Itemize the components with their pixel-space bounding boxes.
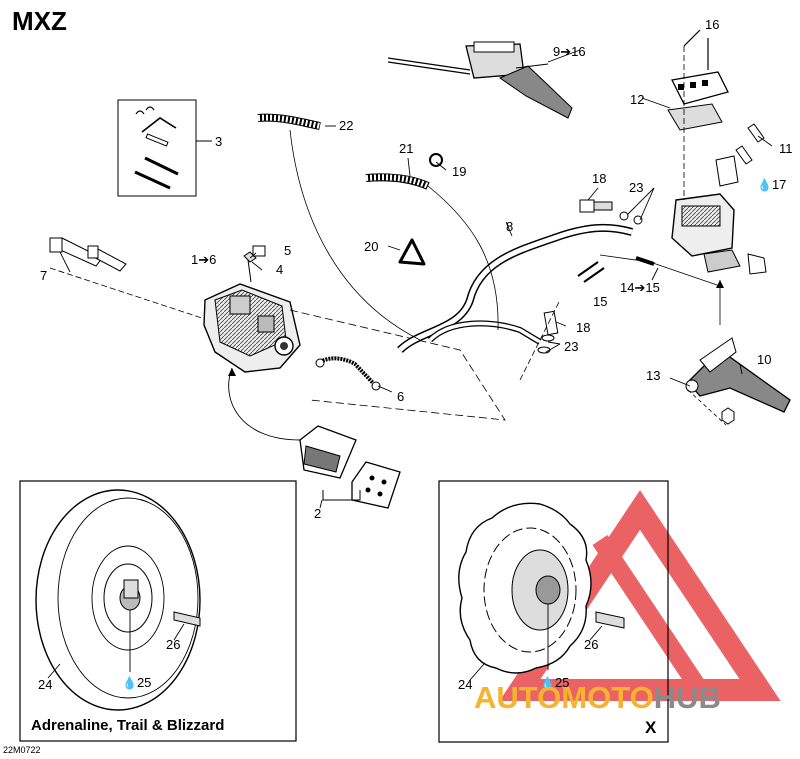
callout-9-16: 9➔16 <box>553 44 586 59</box>
oil-drop-icon: 💧 <box>122 676 137 690</box>
callout-18-bottom: 18 <box>576 320 591 335</box>
part-3-pin-kit <box>117 99 212 197</box>
left-panel-caption: Adrenaline, Trail & Blizzard <box>31 717 225 734</box>
callout-19: 19 <box>452 164 467 179</box>
oil-drop-icon: 💧 <box>540 676 555 690</box>
callout-8: 8 <box>506 219 514 234</box>
callout-24-left: 24 <box>38 677 53 692</box>
drawing-code: 22M0722 <box>3 745 41 755</box>
diagram-title: MXZ <box>12 6 67 36</box>
callout-22: 22 <box>339 118 354 133</box>
callout-16: 16 <box>705 17 720 32</box>
callout-15: 15 <box>593 294 608 309</box>
brake-caliper <box>203 245 301 373</box>
callout-20: 20 <box>364 239 379 254</box>
callout-11: 11 <box>779 141 793 156</box>
callout-13: 13 <box>646 368 661 383</box>
part-20-bracket <box>398 238 426 266</box>
callout-26-right: 26 <box>584 637 599 652</box>
callout-23-top: 23 <box>629 180 644 195</box>
callout-12: 12 <box>630 92 645 107</box>
master-cylinder-top <box>387 41 573 119</box>
callout-23-bottom: 23 <box>564 339 579 354</box>
callout-1-6: 1➔6 <box>191 252 217 267</box>
right-panel-letter: X <box>645 718 657 737</box>
brake-lever <box>685 337 791 426</box>
callout-24-right: 24 <box>458 677 473 692</box>
part-15-connector <box>577 261 605 283</box>
leader-lines <box>47 49 773 681</box>
callout-7: 7 <box>40 268 48 283</box>
banjo-bolts-and-washers <box>519 199 643 381</box>
callout-17-label: 17 <box>771 177 787 192</box>
watermark-part1: AUTOMOTO <box>474 680 654 715</box>
right-brake-rotor <box>458 502 625 674</box>
part-7-bolts <box>49 237 209 321</box>
callout-25-right: 💧25 <box>540 675 569 690</box>
callout-25-left-label: 25 <box>136 675 152 690</box>
callout-26-left: 26 <box>166 637 181 652</box>
right-rotor-panel <box>438 480 669 743</box>
part-6-spring <box>318 356 377 387</box>
callout-25-right-label: 25 <box>554 675 570 690</box>
callout-18-top: 18 <box>592 171 607 186</box>
callout-21: 21 <box>399 141 414 156</box>
watermark-part2: HUB <box>653 680 721 715</box>
part-2-brake-pads <box>299 425 401 509</box>
left-rotor-panel <box>19 480 297 742</box>
callout-14-15: 14➔15 <box>620 280 660 295</box>
callout-25-left: 💧25 <box>122 675 151 690</box>
callout-2: 2 <box>314 506 322 521</box>
callout-3: 3 <box>215 134 223 149</box>
master-cylinder-right <box>667 29 767 325</box>
left-brake-rotor <box>35 489 201 711</box>
callout-4: 4 <box>276 262 284 277</box>
brake-line-and-hoses <box>257 113 721 354</box>
callout-6: 6 <box>397 389 405 404</box>
callout-5: 5 <box>284 243 292 258</box>
callout-10: 10 <box>757 352 772 367</box>
callout-17: 💧17 <box>757 177 786 192</box>
part-19-clamp <box>429 153 443 167</box>
oil-drop-icon: 💧 <box>757 178 772 192</box>
watermark-logo: AUTOMOTOHUB <box>474 680 721 716</box>
